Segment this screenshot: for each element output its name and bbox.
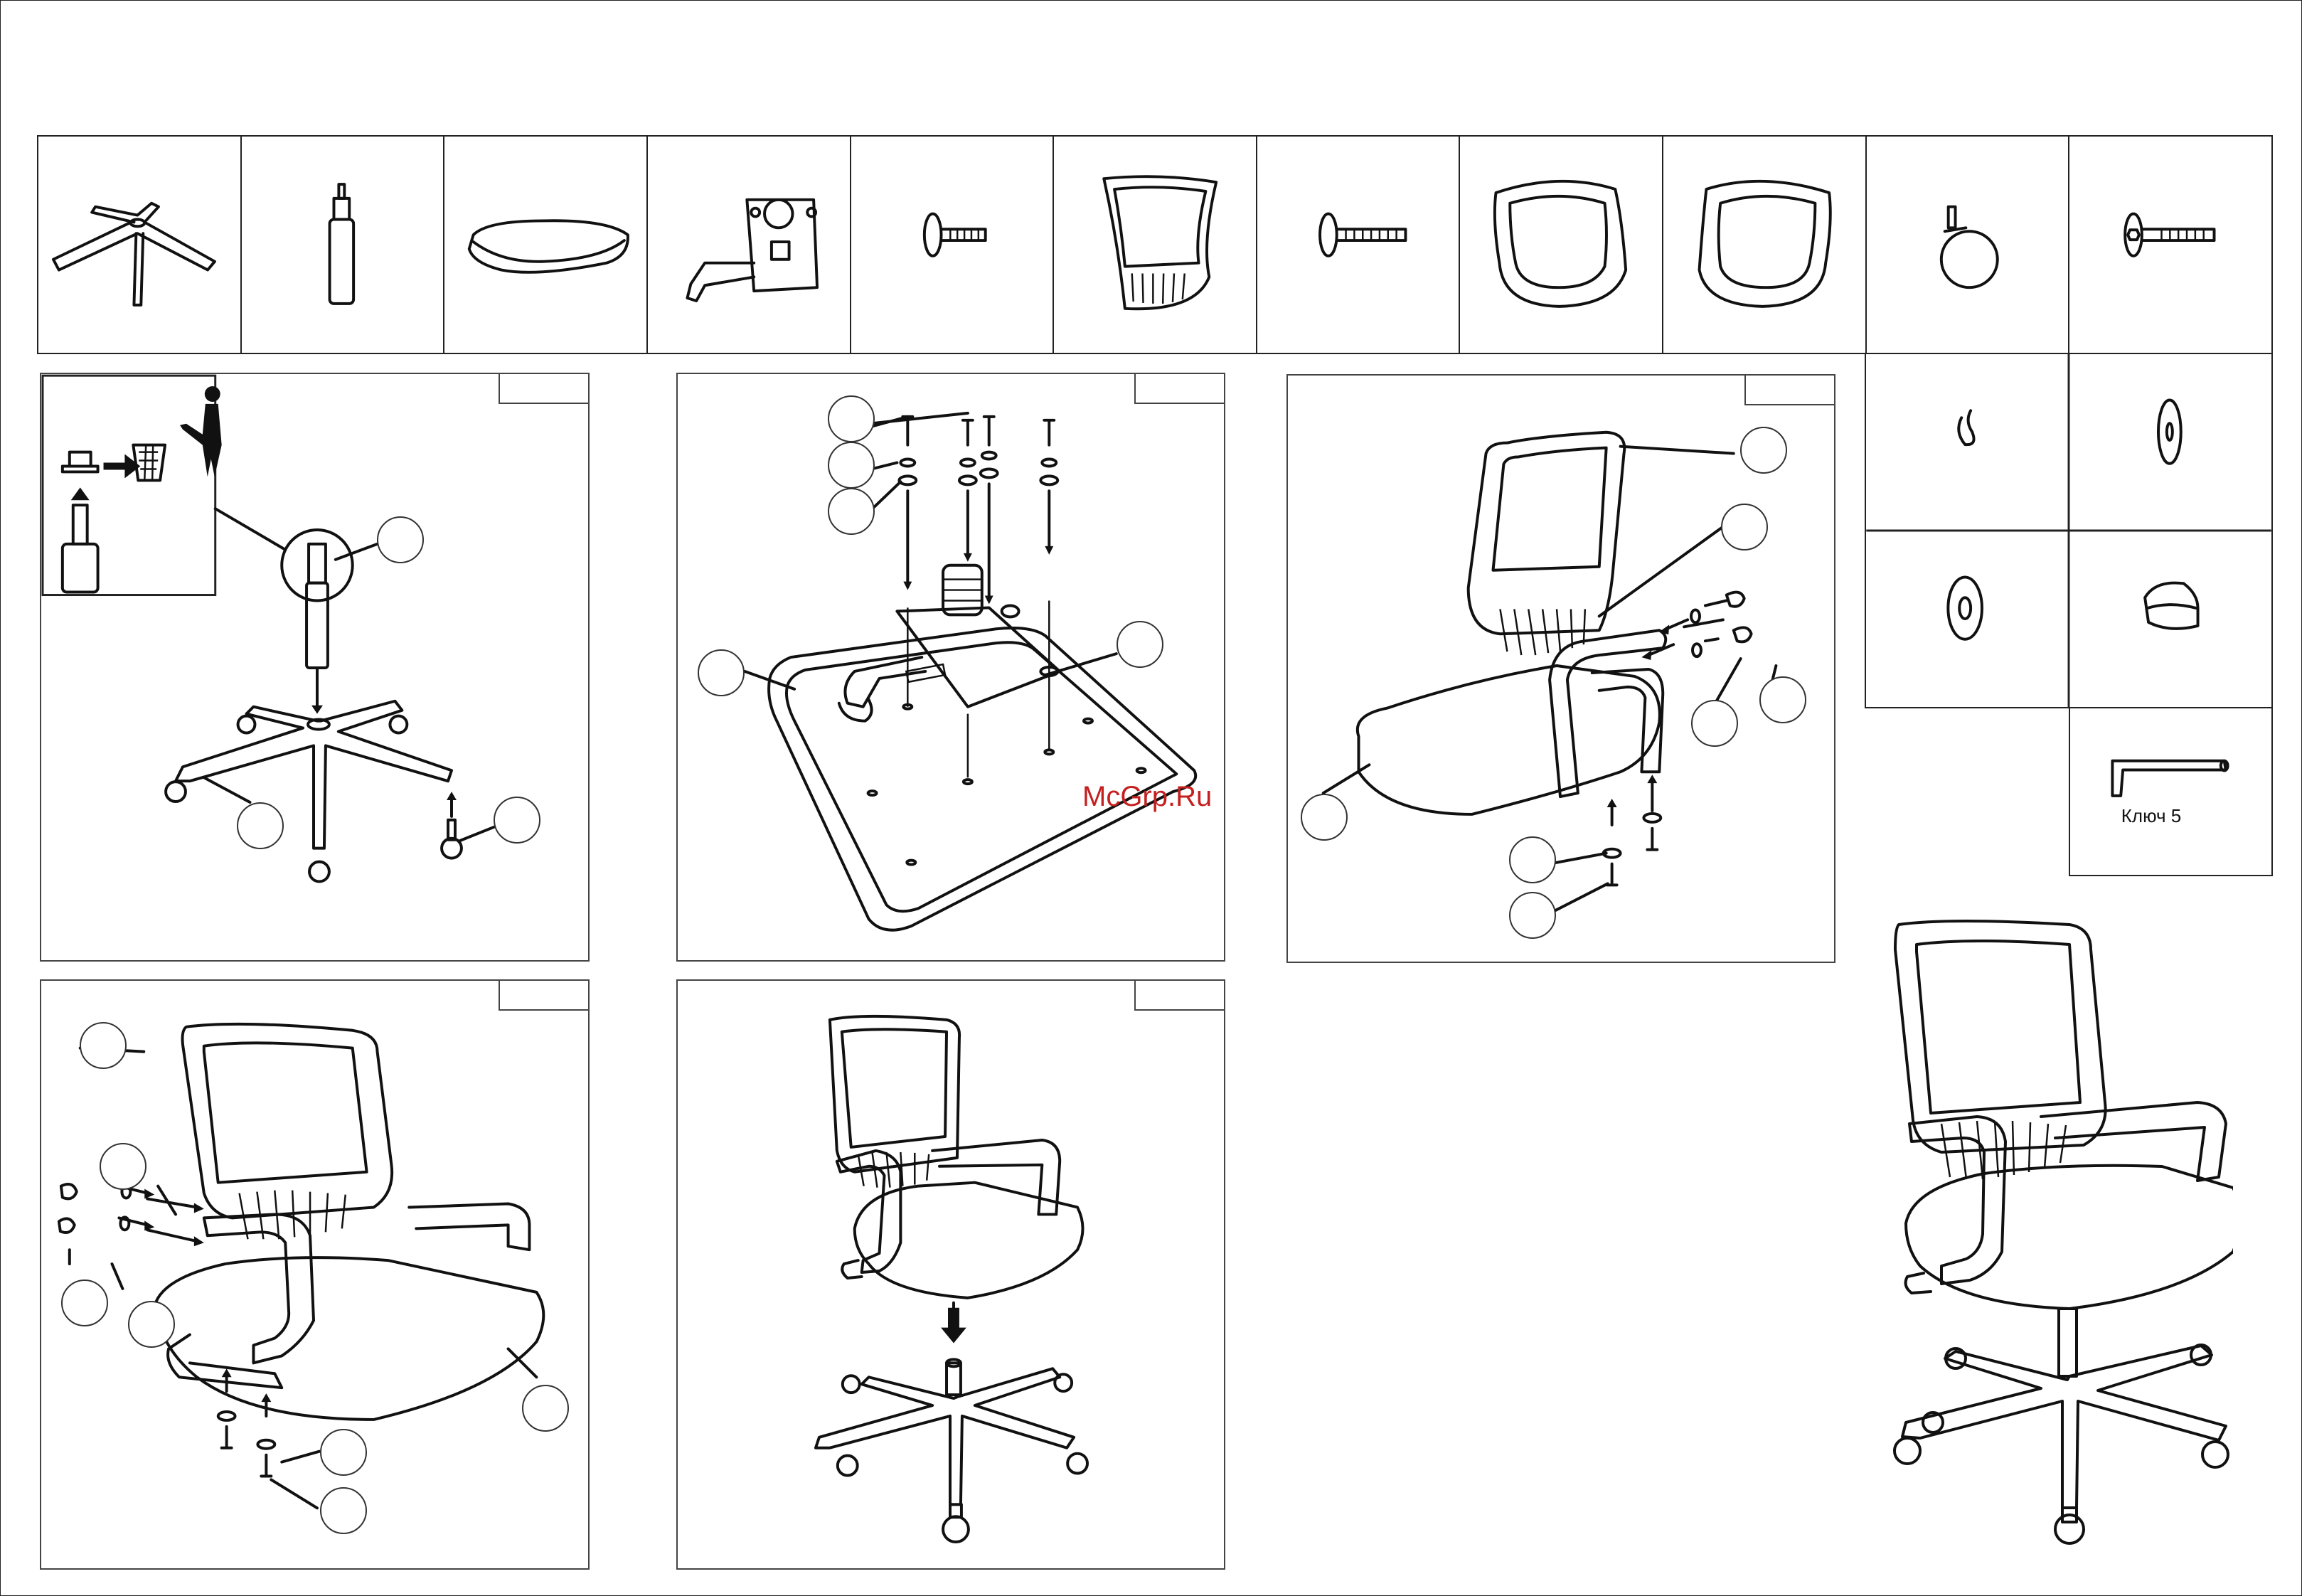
callout-seat-3 (1301, 794, 1348, 841)
part-cell-backrest (1054, 137, 1257, 353)
callout-bolt-3 (1509, 892, 1556, 939)
step-1-illustration (41, 374, 588, 960)
tilt-mechanism-icon (648, 137, 850, 353)
part-cell-caster (1867, 137, 2070, 353)
part-cell-long-screw (1257, 137, 1461, 353)
callout-cap-3a (1691, 700, 1738, 747)
parts-list (37, 135, 2273, 354)
callout-washer-4 (320, 1429, 367, 1476)
step-1-panel (40, 373, 590, 962)
screws-and-washers (899, 417, 1057, 485)
gas-lift-icon (242, 137, 444, 353)
part-cell-hex-bolt (2069, 137, 2271, 353)
callout-flat-washer (828, 488, 875, 535)
callout-backrest (1740, 427, 1787, 474)
callout-seat-4 (522, 1385, 569, 1432)
part-cell-short-screw (851, 137, 1055, 353)
callout-gas-lift (377, 516, 424, 563)
callout-armrest (1721, 504, 1768, 550)
step-5-illustration (678, 981, 1224, 1568)
part-cell-base (38, 137, 242, 353)
allen-key-icon (2070, 708, 2271, 875)
watermark: McGrp.Ru (1082, 781, 1212, 813)
callout-mechanism (1117, 621, 1163, 668)
part-cell-armrest-left (1460, 137, 1663, 353)
tool-label: Ключ 5 (2062, 805, 2240, 827)
long-screw-icon (1257, 137, 1459, 353)
short-screw-icon (851, 137, 1053, 353)
callout-base (237, 802, 284, 849)
hex-bolt-icon (2069, 137, 2271, 353)
part-cell-seat (444, 137, 648, 353)
base-star-icon (38, 137, 240, 353)
callout-spring-washer (828, 442, 875, 489)
callout-cap-3b (1759, 676, 1806, 723)
step-4-panel (40, 979, 590, 1570)
hardware-grid-lines (1866, 354, 2271, 707)
flat-washer-icon (2158, 400, 2181, 463)
end-cap-icon (2145, 583, 2197, 629)
tool-cell (2069, 707, 2273, 876)
part-cell-armrest-right (1663, 137, 1867, 353)
armrest-left-icon (1460, 137, 1662, 353)
part-cell-mechanism (648, 137, 851, 353)
callout-armrest-4 (100, 1143, 146, 1190)
callout-washer-3 (1509, 836, 1556, 883)
mesh-backrest-icon (1054, 137, 1256, 353)
armrest-right-icon (1663, 137, 1865, 353)
part-cell-gaslift (242, 137, 445, 353)
callout-backrest-4 (80, 1022, 127, 1069)
step-4-illustration (41, 981, 588, 1568)
callout-cap-4 (61, 1280, 108, 1326)
step-5-panel (676, 979, 1225, 1570)
callout-screw (828, 395, 875, 442)
seat-cushion-icon (444, 137, 646, 353)
hardware-grid (1865, 353, 2273, 708)
assembled-chair-illustration (1863, 910, 2233, 1550)
spring-washer-icon (1959, 410, 1973, 445)
large-washer-icon (1948, 577, 1982, 639)
callout-seat (698, 649, 745, 696)
step-2-panel (676, 373, 1225, 962)
callout-bolt-4 (320, 1487, 367, 1534)
callout-caster (494, 797, 540, 844)
step-3-panel (1286, 374, 1835, 963)
callout-screw-4 (128, 1301, 175, 1348)
caster-wheel-icon (1867, 137, 2069, 353)
